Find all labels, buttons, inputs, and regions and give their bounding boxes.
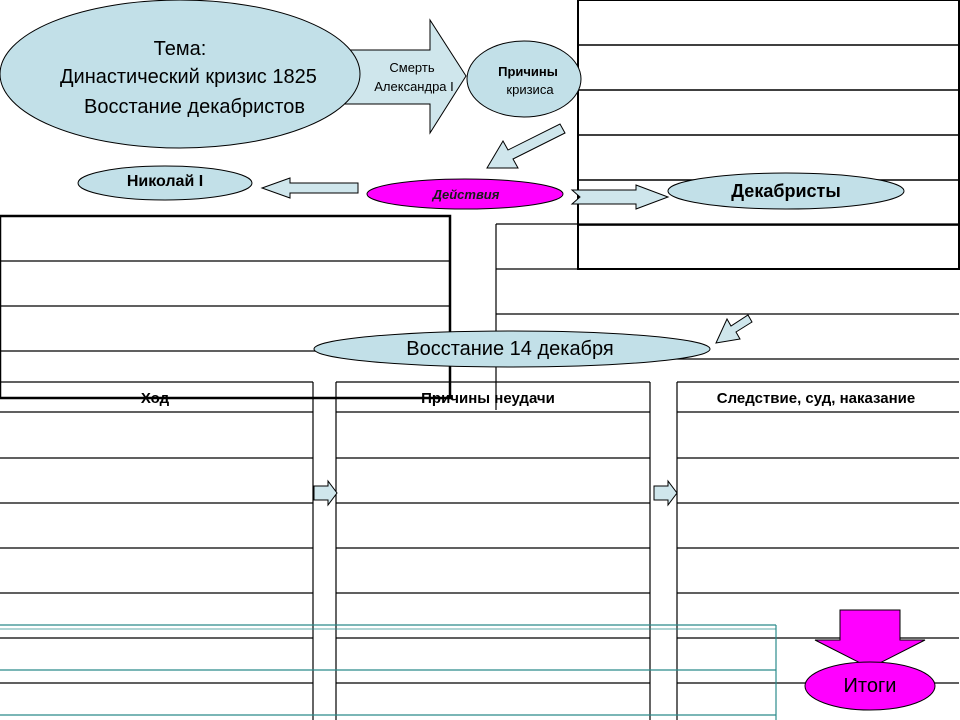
theme-line-1: Тема: xyxy=(153,38,207,60)
arrow-actions-to-nicholas xyxy=(260,177,359,199)
theme-line-3: Восстание декабристов xyxy=(84,96,305,118)
arrow-theme-to-death xyxy=(343,18,467,135)
actions-label: Действия xyxy=(432,187,500,202)
actions-ellipse xyxy=(366,178,564,210)
causes-ellipse xyxy=(466,40,582,118)
theme-ellipse xyxy=(0,0,361,149)
arrow-to-uprising xyxy=(715,314,753,344)
arrow-to-results xyxy=(814,609,926,669)
theme-line-2: Династический кризис 1825 xyxy=(60,66,317,88)
results-label: Итоги xyxy=(843,675,897,697)
arrow-causes-to-actions xyxy=(486,123,566,169)
nicholas-ellipse xyxy=(77,165,253,201)
table-left-middle xyxy=(0,214,452,400)
column-header-failure: Причины неудачи xyxy=(421,390,555,407)
causes-line-1: Причины xyxy=(498,64,558,79)
table-course xyxy=(0,381,314,720)
results-ellipse xyxy=(804,661,936,711)
decembrists-ellipse xyxy=(667,172,905,210)
column-header-course: Ход xyxy=(140,390,170,407)
uprising-label: Восстание 14 декабря xyxy=(406,338,614,360)
arrow-course-to-failure xyxy=(313,479,338,507)
nicholas-label: Николай I xyxy=(126,173,204,190)
teal-grid xyxy=(0,624,777,720)
uprising-ellipse xyxy=(313,330,711,368)
decembrists-label: Декабристы xyxy=(731,181,841,201)
arrow-actions-to-decembrists xyxy=(570,184,670,210)
death-line-1: Смерть xyxy=(389,60,435,75)
death-line-2: Александра I xyxy=(374,79,454,94)
arrow-failure-to-consequence xyxy=(653,479,678,507)
table-top-right xyxy=(577,0,960,270)
table-failure xyxy=(335,381,651,720)
causes-line-2: кризиса xyxy=(506,82,554,97)
column-header-consequence: Следствие, суд, наказание xyxy=(716,390,916,407)
